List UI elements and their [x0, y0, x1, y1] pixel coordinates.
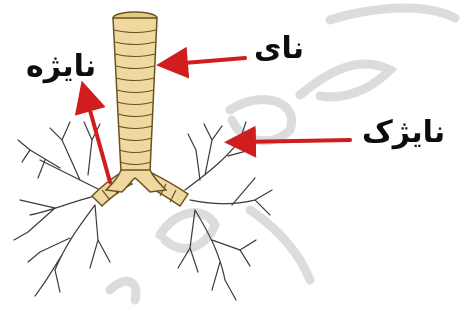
trachea-label: نای — [254, 34, 304, 64]
bronchiole-arrow — [240, 140, 350, 142]
bronchus-arrow — [86, 96, 110, 182]
trachea-arrow — [172, 58, 245, 64]
bronchus-label: نایژه — [26, 52, 96, 82]
trachea — [106, 12, 166, 192]
left-bronchial-tree — [14, 122, 110, 296]
bronchiole-label: نایژک — [362, 118, 445, 148]
